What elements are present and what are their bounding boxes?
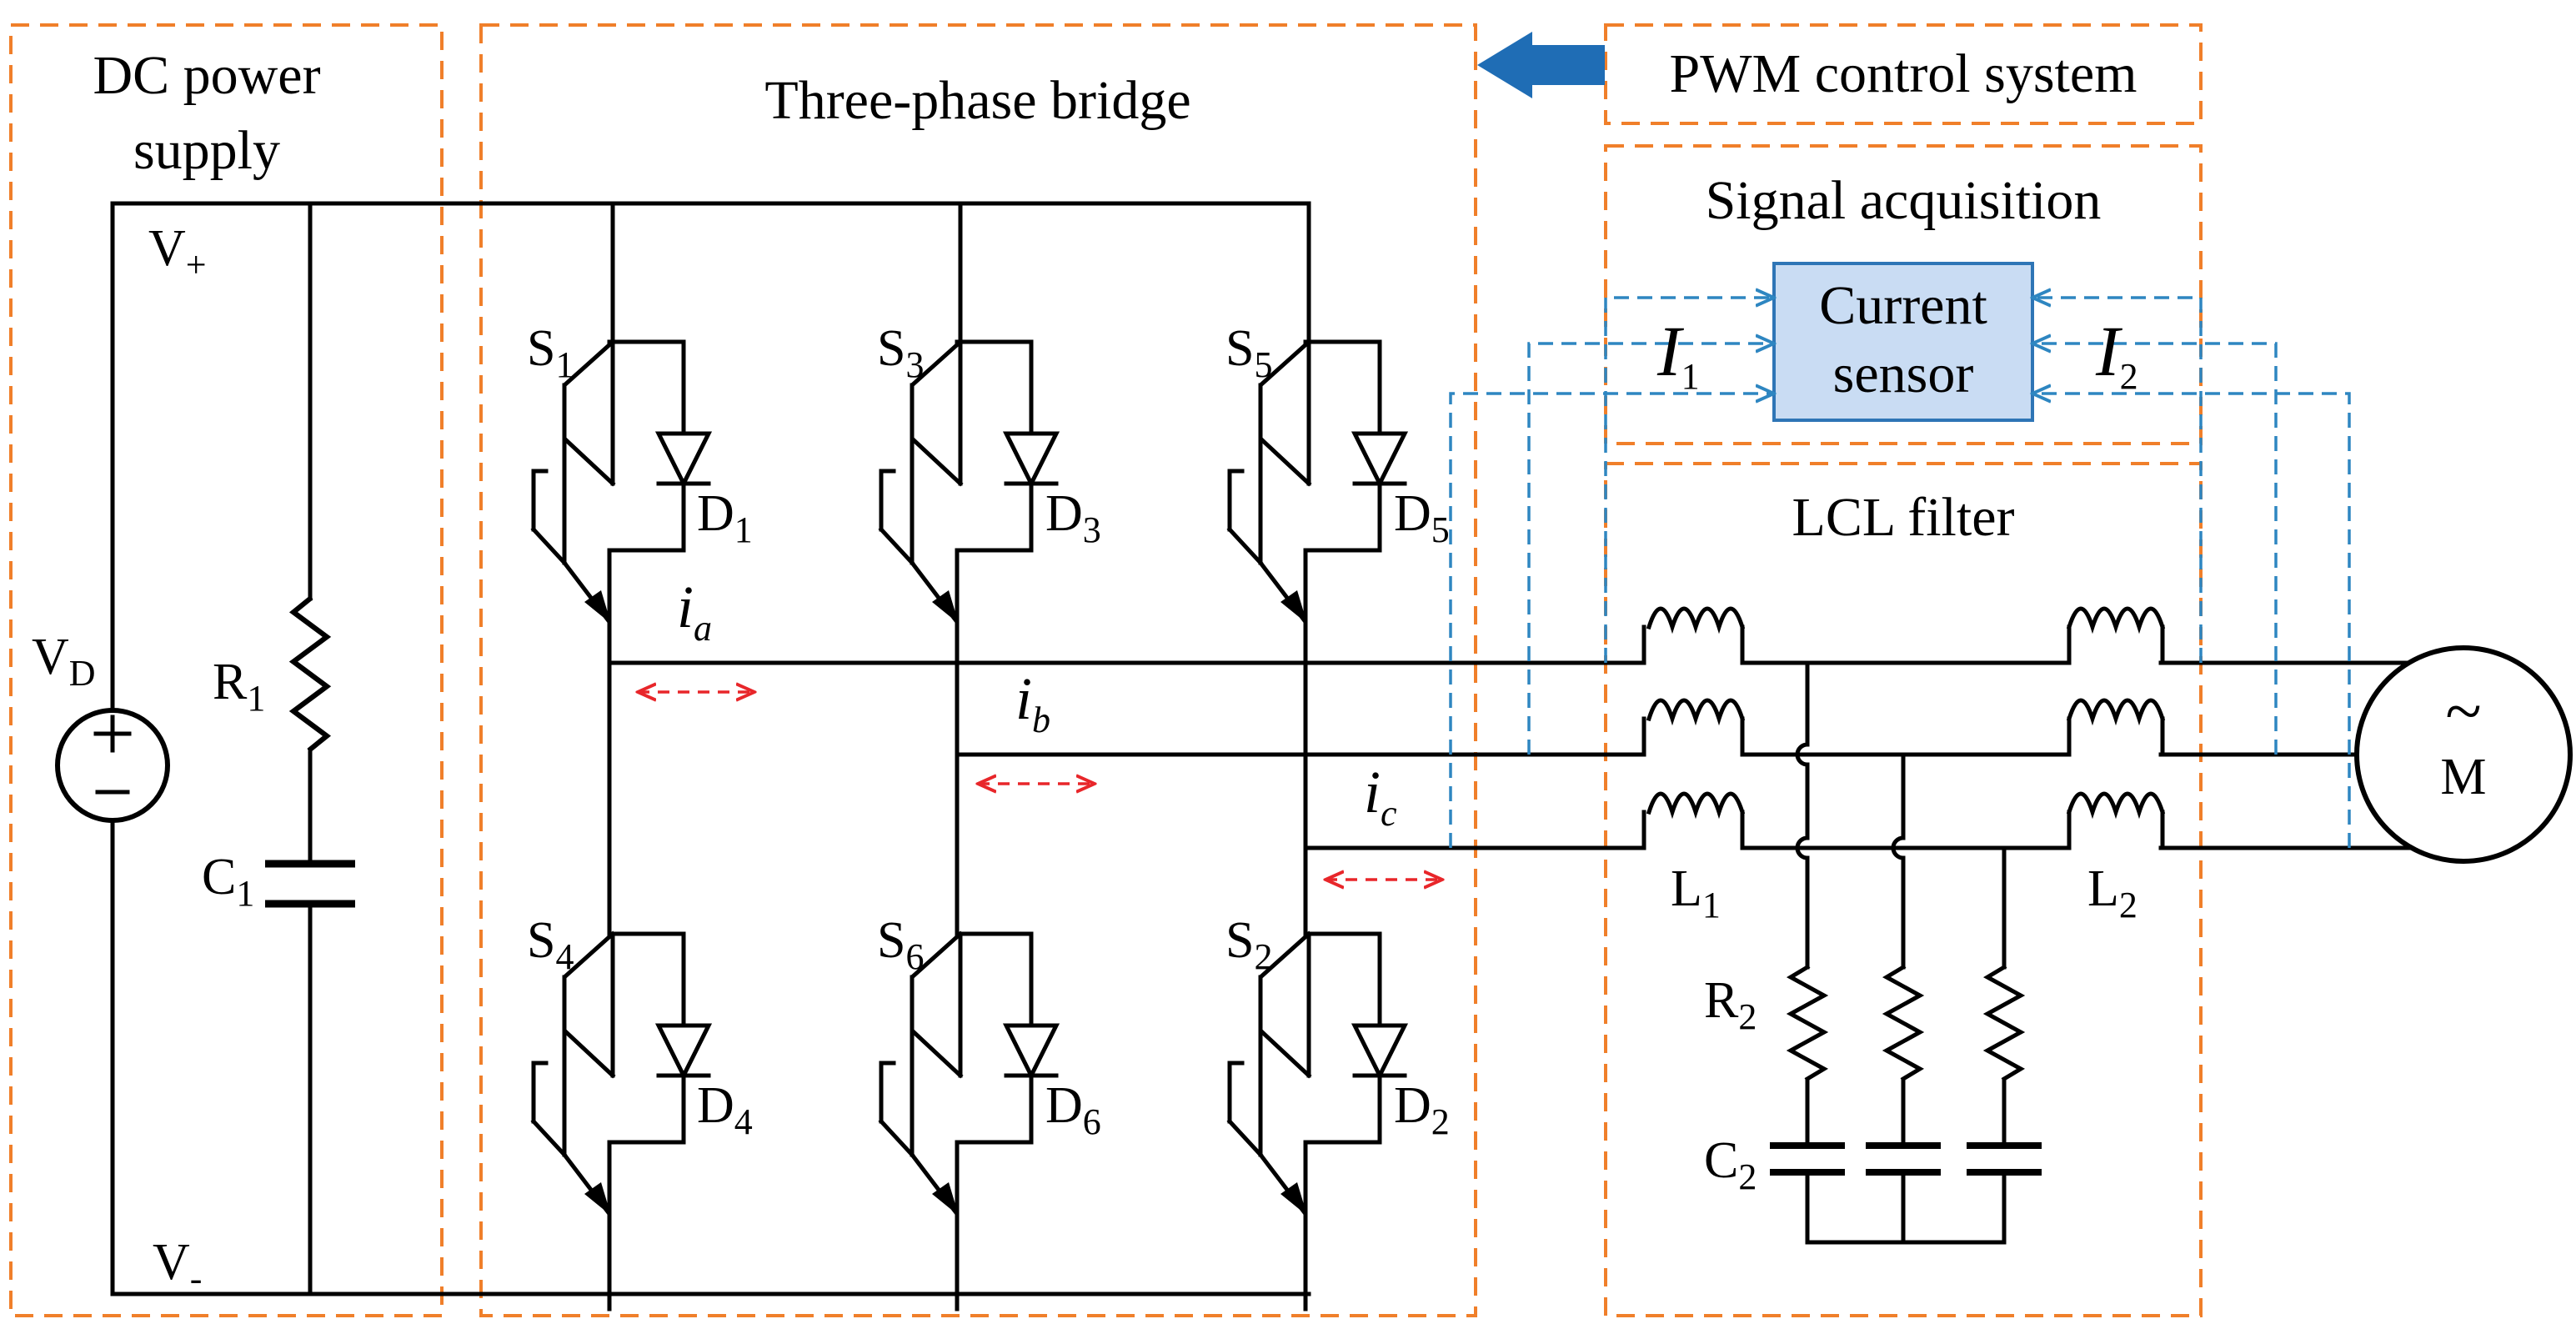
I1-label: I1 [1656, 311, 1700, 397]
phase-lines [607, 660, 2435, 850]
d4-label: D4 [697, 1077, 753, 1142]
s6-label: S6 [877, 912, 924, 977]
lcl-title: LCL filter [1792, 487, 2015, 548]
inductor-l1-b [1649, 700, 1742, 719]
r2-resistor-a [1791, 967, 1824, 1079]
current-sensor-label-1: Current [1819, 275, 1987, 336]
ia-label: ia [677, 574, 712, 649]
r1-resistor [293, 599, 327, 750]
pwm-arrow [1477, 32, 1605, 98]
l1-label: L1 [1671, 860, 1721, 925]
inductor-leads [1641, 624, 2165, 850]
switch-s4 [534, 934, 709, 1309]
r2-label: R2 [1704, 972, 1757, 1037]
switch-s2 [1230, 934, 1405, 1309]
switch-s6 [881, 934, 1056, 1309]
s1-label: S1 [527, 320, 574, 385]
motor-label: M [2440, 749, 2486, 805]
ic-label: ic [1364, 759, 1397, 834]
r2-resistor-c [1987, 967, 2021, 1079]
motor-tilde: ~ [2445, 675, 2481, 749]
ib-label: ib [1015, 665, 1050, 740]
vplus-label: V+ [148, 220, 207, 285]
inductor-l2-a [2069, 609, 2163, 627]
c1-capacitor [265, 860, 355, 908]
d3-label: D3 [1045, 485, 1101, 550]
pwm-title: PWM control system [1670, 43, 2137, 104]
dc-supply-title-1: DC power [93, 45, 320, 106]
d6-label: D6 [1045, 1077, 1101, 1142]
dc-rails [110, 201, 1311, 1296]
shunt-branches [1795, 660, 2007, 1245]
s5-label: S5 [1225, 320, 1272, 385]
I2-label: I2 [2095, 311, 2138, 397]
d1-label: D1 [697, 485, 753, 550]
r2-resistor-b [1887, 967, 1920, 1079]
lcl-block [1604, 462, 2203, 1317]
d5-label: D5 [1394, 485, 1450, 550]
s2-label: S2 [1225, 912, 1272, 977]
dc-supply-title-2: supply [133, 120, 280, 181]
l2-label: L2 [2087, 860, 2137, 925]
vd-label: VD [32, 629, 96, 694]
signal-title: Signal acquisition [1706, 170, 2102, 231]
current-sensor-label-2: sensor [1833, 344, 1974, 404]
vminus-label: V- [153, 1234, 202, 1299]
s4-label: S4 [527, 912, 574, 977]
inductor-l1-a [1649, 609, 1742, 627]
pwm-block [1604, 23, 2203, 125]
inductor-l2-c [2069, 794, 2163, 812]
c2-capacitors [1770, 1142, 2042, 1176]
sensing-lines [1449, 298, 2351, 848]
inductor-l1-c [1649, 794, 1742, 812]
inductor-l2-b [2069, 700, 2163, 719]
current-sensor-box [1772, 262, 2034, 422]
c1-label: C1 [202, 849, 254, 914]
dc-source [55, 708, 170, 823]
c2-label: C2 [1704, 1132, 1757, 1197]
d2-label: D2 [1394, 1077, 1450, 1142]
dc-supply-block [9, 23, 444, 1317]
s3-label: S3 [877, 320, 924, 385]
motor [2354, 645, 2573, 864]
bridge-title: Three-phase bridge [764, 70, 1190, 131]
bridge-block [479, 23, 1477, 1317]
r1-label: R1 [213, 654, 265, 719]
signal-block [1604, 144, 2203, 445]
